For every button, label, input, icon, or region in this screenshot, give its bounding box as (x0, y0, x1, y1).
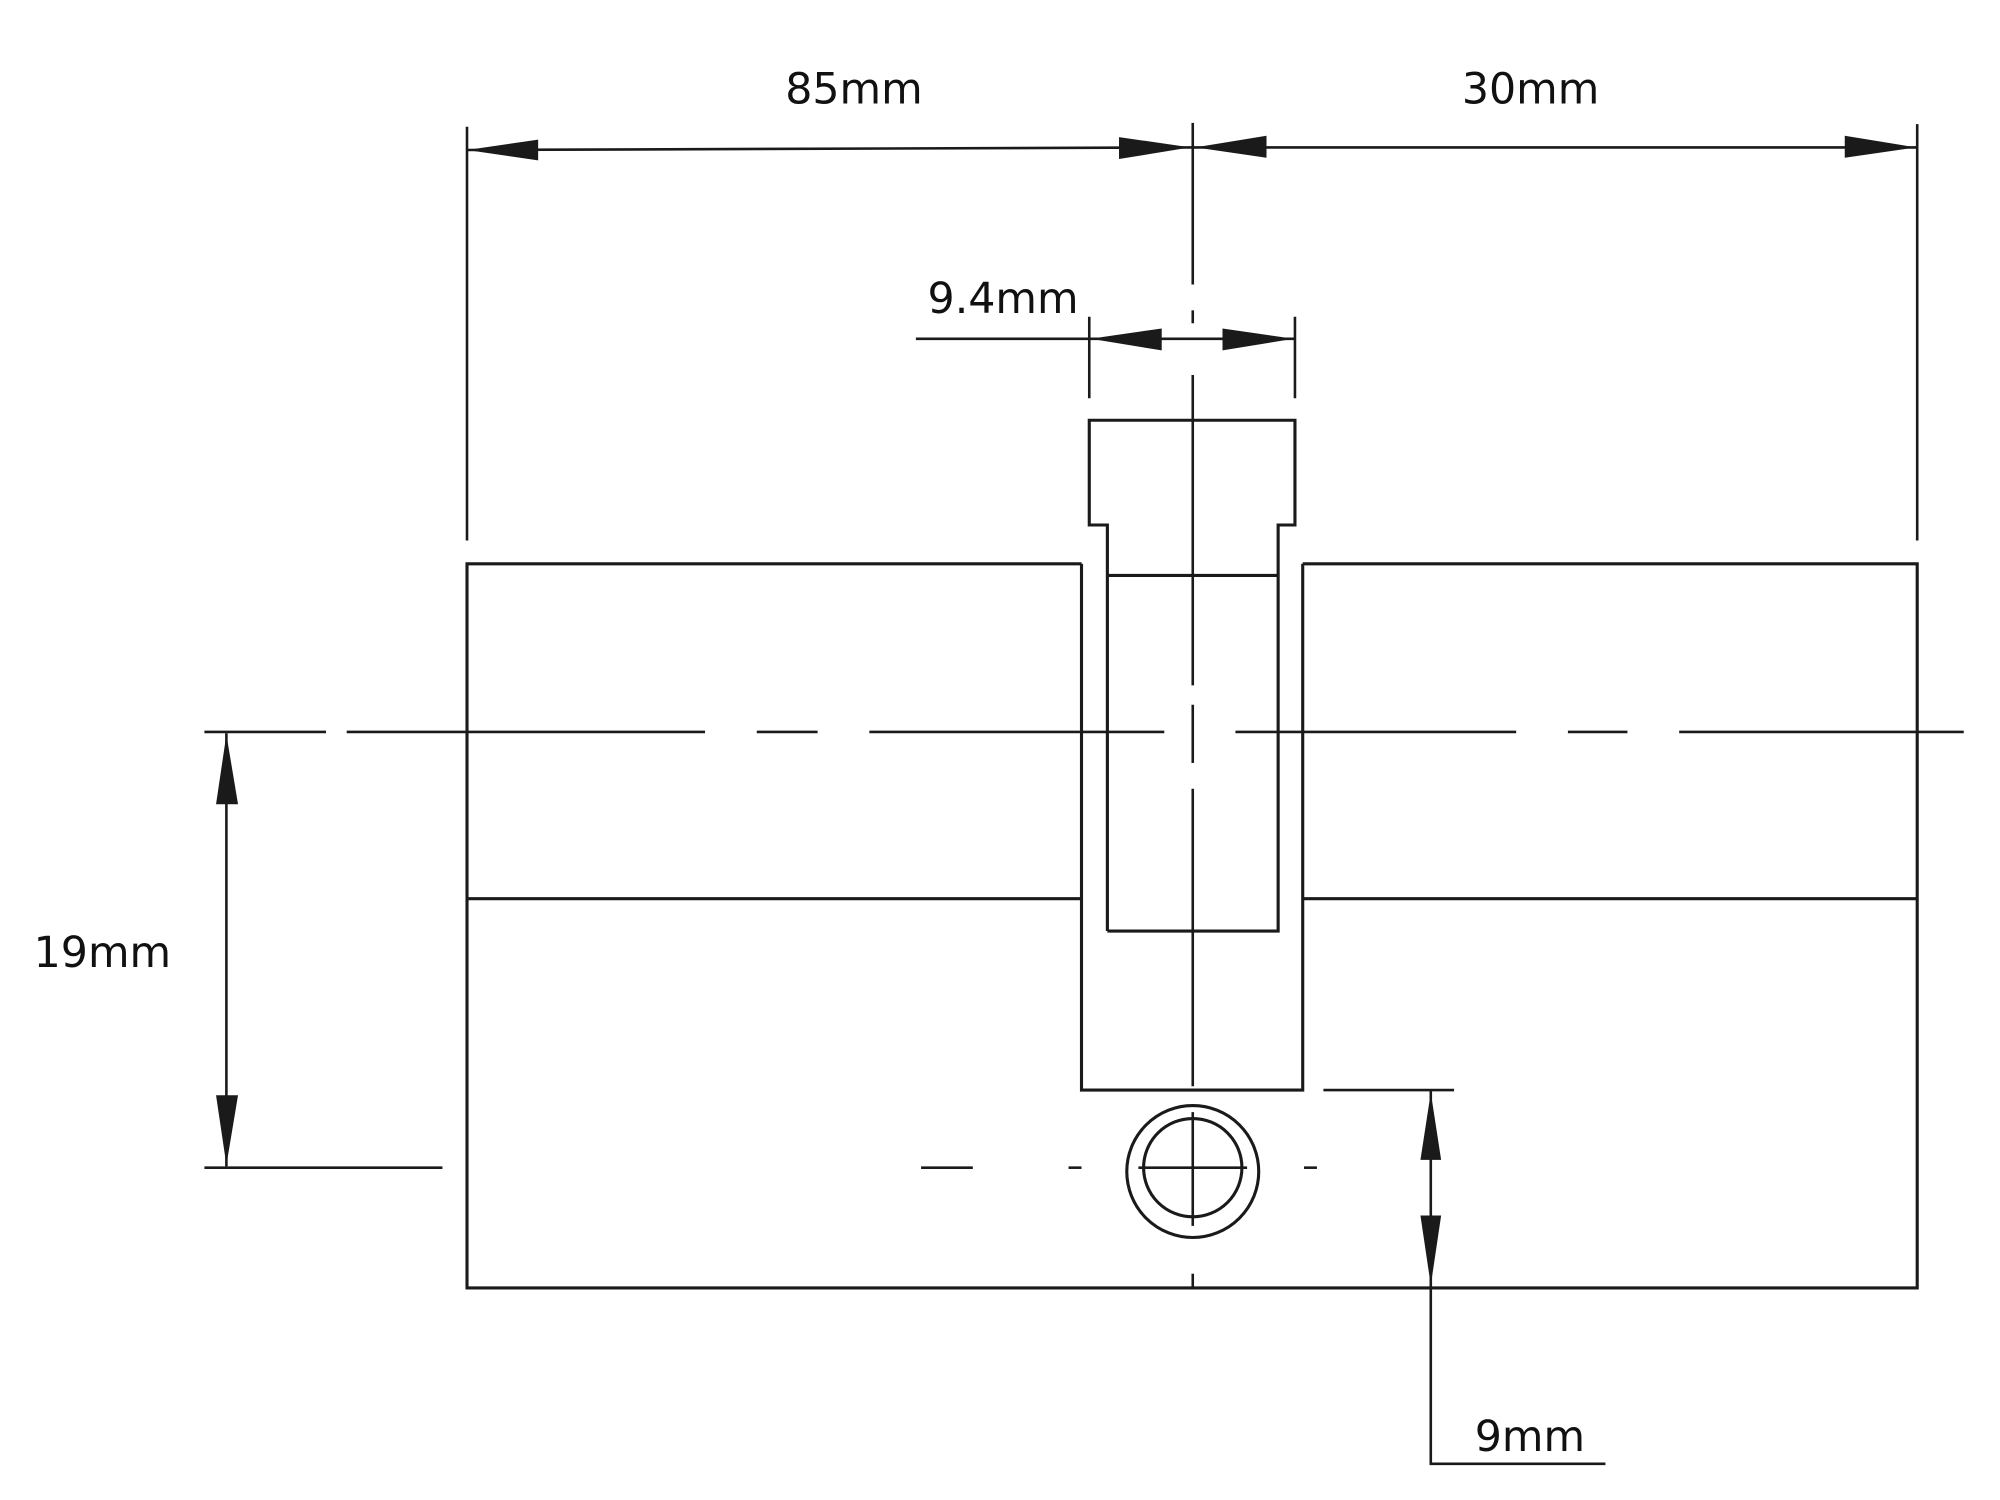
label-85mm: 85mm (785, 64, 922, 114)
dimension-85mm: 85mm (465, 64, 1193, 541)
label-19mm: 19mm (34, 928, 171, 978)
center-lines (204, 122, 1964, 1288)
dimension-9-4mm: 9.4mm (915, 274, 1297, 399)
screw-hole (1125, 1104, 1261, 1240)
label-30mm: 30mm (1462, 64, 1599, 114)
dimension-19mm: 19mm (34, 733, 239, 1167)
dimension-30mm: 30mm (1192, 64, 1919, 541)
dimension-9mm: 9mm (1323, 1088, 1606, 1466)
label-9-4mm: 9.4mm (928, 274, 1079, 324)
label-9mm: 9mm (1475, 1412, 1585, 1462)
